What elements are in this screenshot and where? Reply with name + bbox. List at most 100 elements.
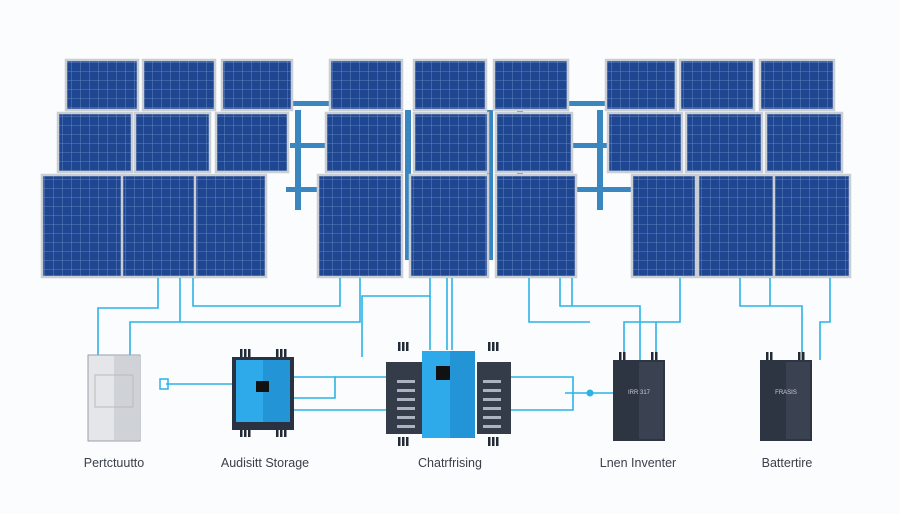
solar-panel <box>193 173 268 279</box>
solar-panel <box>408 173 490 279</box>
cabinet-panel <box>94 374 134 408</box>
solar-panel <box>412 58 488 112</box>
slot <box>397 425 415 428</box>
wire <box>739 278 803 360</box>
solar-panel <box>412 111 490 174</box>
terminal <box>244 428 247 437</box>
solar-panel <box>56 111 134 174</box>
label-inverter: Lnen Inventer <box>599 456 677 470</box>
solar-panel <box>120 173 200 279</box>
junction-icon <box>586 389 594 397</box>
solar-panel <box>214 111 290 174</box>
slot <box>397 416 415 419</box>
cabinet-shade <box>639 362 663 439</box>
rail <box>290 143 330 148</box>
display <box>436 366 450 380</box>
solar-panel <box>141 58 217 112</box>
slot <box>397 398 415 401</box>
slot <box>483 416 501 419</box>
wire <box>361 278 431 357</box>
terminal <box>619 352 622 361</box>
terminal <box>406 342 409 351</box>
rail-post <box>405 110 411 260</box>
solar-panel-array <box>40 58 852 279</box>
solar-panel <box>494 173 578 279</box>
label-cabinet: Pertctuutto <box>83 456 145 470</box>
terminal <box>802 352 805 361</box>
solar-panel <box>772 173 852 279</box>
solar-panel <box>494 111 574 174</box>
solar-panel <box>764 111 844 174</box>
label-battery: Battertire <box>761 456 813 470</box>
terminal <box>766 352 769 361</box>
terminal <box>623 352 626 361</box>
solar-panel <box>630 173 698 279</box>
terminal <box>398 342 401 351</box>
slot <box>483 380 501 383</box>
rail <box>570 143 608 148</box>
slot <box>483 407 501 410</box>
terminal <box>276 349 279 358</box>
wire <box>528 278 590 323</box>
solar-panel <box>684 111 764 174</box>
terminal <box>284 428 287 437</box>
wiring <box>97 278 831 411</box>
wire <box>819 278 831 360</box>
solar-panel <box>324 111 404 174</box>
wire <box>559 278 641 360</box>
rail <box>568 101 606 106</box>
rail-post <box>487 110 493 260</box>
terminal <box>488 342 491 351</box>
connector-icon <box>159 378 169 390</box>
terminal <box>280 349 283 358</box>
terminal <box>496 437 499 446</box>
terminal <box>276 428 279 437</box>
device-display-text: FRASIS <box>775 390 797 396</box>
terminal <box>406 437 409 446</box>
terminal <box>398 437 401 446</box>
label-charging: Chatrfrising <box>418 456 482 470</box>
solar-panel <box>678 58 756 112</box>
solar-panel <box>316 173 404 279</box>
solar-panel <box>133 111 212 174</box>
slot <box>397 380 415 383</box>
wire <box>129 278 361 355</box>
rail <box>290 101 330 106</box>
solar-panel <box>328 58 404 112</box>
wire <box>293 376 336 399</box>
terminal <box>240 428 243 437</box>
rail-post <box>295 110 301 210</box>
solar-panel <box>696 173 776 279</box>
controller-shade <box>450 351 475 438</box>
solar-panel <box>758 58 836 112</box>
terminal <box>248 349 251 358</box>
terminal <box>496 342 499 351</box>
terminal <box>402 342 405 351</box>
terminal <box>244 349 247 358</box>
wire <box>97 278 159 355</box>
terminal <box>402 437 405 446</box>
terminal <box>280 428 283 437</box>
slot <box>483 398 501 401</box>
terminal <box>798 352 801 361</box>
wire <box>623 278 681 360</box>
solar-panel <box>606 111 684 174</box>
label-storage: Audisitt Storage <box>220 456 310 470</box>
cabinet-shade <box>786 362 810 439</box>
solar-panel <box>492 58 570 112</box>
rail-post <box>597 110 603 210</box>
solar-panel <box>604 58 678 112</box>
devices: IRR 317 FRASIS <box>87 342 812 446</box>
solar-panel <box>64 58 140 112</box>
slot <box>483 389 501 392</box>
terminal <box>655 352 658 361</box>
solar-panel <box>40 173 126 279</box>
wire <box>511 376 574 411</box>
cabinet-door <box>114 356 140 440</box>
terminal <box>248 428 251 437</box>
solar-panel <box>220 58 294 112</box>
terminal <box>492 437 495 446</box>
device-display-text: IRR 317 <box>628 390 651 396</box>
slot <box>397 389 415 392</box>
